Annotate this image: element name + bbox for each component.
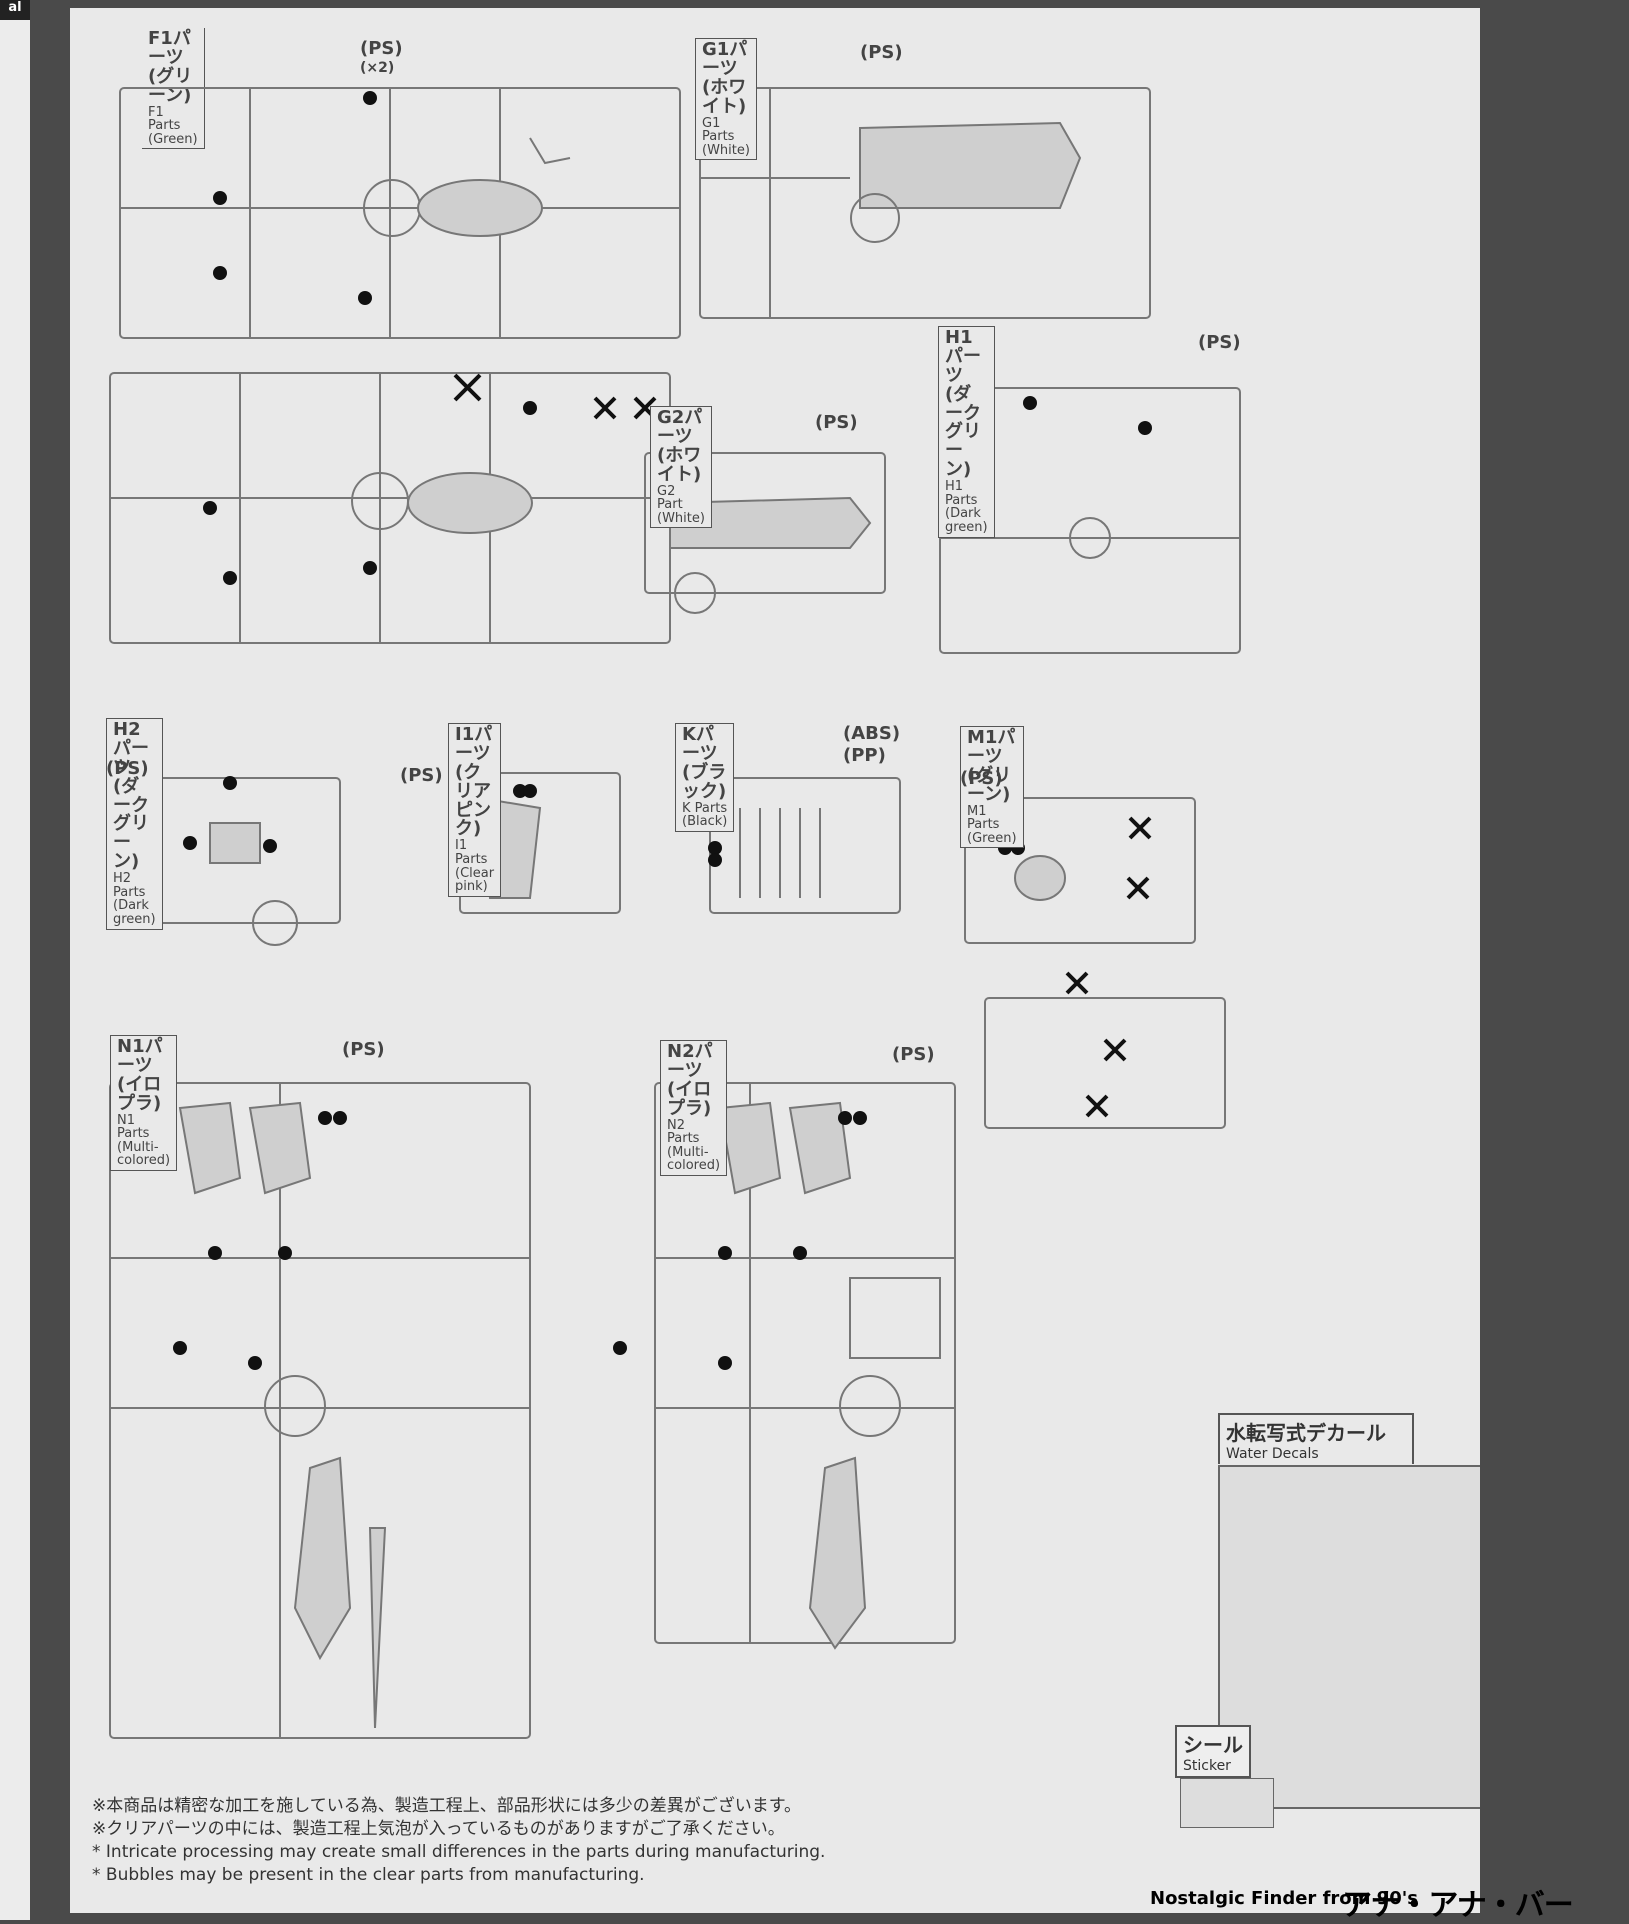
g2-material: (PS) [815, 412, 858, 433]
f1-label-en: F1 Parts (Green) [148, 104, 198, 147]
x-mark [1128, 816, 1152, 840]
m1-frame [964, 797, 1196, 944]
h2-label-jp: H2パーツ(ダークグリーン) [113, 719, 149, 873]
k-material-2: (PP) [843, 745, 886, 766]
i1-label: I1パーツ(クリアピンク) I1 Parts (Clear pink) [448, 723, 502, 897]
h1-label: H1パーツ(ダークグリーン) H1 Parts (Dark green) [938, 326, 995, 538]
note-line: * Intricate processing may create small … [92, 1842, 826, 1862]
g2-label-jp: G2パーツ(ホワイト) [657, 407, 703, 485]
x-mark [593, 396, 617, 420]
x-mark [1103, 1038, 1127, 1062]
watermark-logo-text: アナ・アナ・バー [1342, 1888, 1574, 1923]
sticker-label-en: Sticker [1183, 1758, 1231, 1774]
f1-label-jp: F1パーツ(グリーン) [148, 28, 193, 106]
x-marks [453, 373, 1152, 1118]
n1-material: (PS) [342, 1039, 385, 1060]
decal-label-jp: 水転写式デカール [1226, 1421, 1386, 1445]
note-line: ※本商品は精密な加工を施している為、製造工程上、部品形状には多少の差異がございま… [92, 1796, 802, 1816]
sticker-block: シール Sticker [1175, 1725, 1251, 1778]
adjacent-page-strip: al [0, 0, 30, 1920]
note-line: ※クリアパーツの中には、製造工程上気泡が入っているものがありますがご了承ください… [92, 1819, 785, 1839]
n2-label: N2パーツ(イロプラ) N2 Parts (Multi-colored) [660, 1040, 728, 1177]
instruction-page: F1パーツ(グリーン) F1 Parts (Green) (PS) (×2) [70, 8, 1480, 1913]
sticker-label: シール Sticker [1175, 1725, 1251, 1778]
h2-material: (PS) [106, 758, 149, 779]
g1-material: (PS) [860, 42, 903, 63]
h1-material: (PS) [1198, 332, 1241, 353]
x-mark [1085, 1094, 1109, 1118]
watermark: Nostalgic Finder from 90's アナ・アナ・バー [1150, 1880, 1629, 1923]
x-mark [453, 373, 482, 402]
decal-label-en: Water Decals [1226, 1446, 1319, 1462]
k-frame [709, 777, 901, 914]
i1-label-en: I1 Parts (Clear pink) [455, 838, 495, 895]
m1-label-jp: M1パーツ(グリーン) [967, 727, 1016, 805]
h2-label: H2パーツ(ダークグリーン) H2 Parts (Dark green) [106, 718, 163, 930]
g2-label: G2パーツ(ホワイト) G2 Part (White) [650, 406, 712, 529]
n2-material: (PS) [892, 1044, 935, 1065]
n1-label-en: N1 Parts (Multi-colored) [117, 1112, 171, 1169]
decal-sheet-image [1218, 1465, 1480, 1809]
manufacturing-notes: ※本商品は精密な加工を施している為、製造工程上、部品形状には多少の差異がございま… [92, 1795, 825, 1887]
f1-material: (PS) [360, 38, 403, 59]
m1-label-en: M1 Parts (Green) [967, 803, 1017, 846]
sticker-label-jp: シール [1183, 1733, 1243, 1757]
i1-material: (PS) [400, 765, 443, 786]
n2-frame [654, 1082, 956, 1644]
n2-label-jp: N2パーツ(イロプラ) [667, 1041, 713, 1119]
n1-label: N1パーツ(イロプラ) N1 Parts (Multi-colored) [110, 1035, 178, 1172]
g1-label-en: G1 Parts (White) [702, 115, 750, 158]
g1-frame [699, 87, 1151, 319]
f1a-frame [119, 87, 681, 339]
runner-diagrams [109, 87, 1241, 1739]
h1-label-en: H1 Parts (Dark green) [945, 479, 988, 536]
k-label: Kパーツ(ブラック) K Parts (Black) [675, 723, 735, 832]
sticker-sheet-image [1180, 1778, 1274, 1828]
part-number-markers [173, 91, 1152, 1370]
g1-label-jp: G1パーツ(ホワイト) [702, 39, 748, 117]
x-mark [1065, 971, 1089, 995]
x-mark [1126, 876, 1150, 900]
n2-label-en: N2 Parts (Multi-colored) [667, 1117, 721, 1174]
g1-label: G1パーツ(ホワイト) G1 Parts (White) [695, 38, 757, 161]
k-label-jp: Kパーツ(ブラック) [682, 724, 727, 802]
n1-frame [109, 1082, 531, 1739]
g2-frame [644, 452, 886, 594]
watermark-text: Nostalgic Finder from 90's [1150, 1888, 1418, 1909]
h2-label-en: H2 Parts (Dark green) [113, 871, 156, 928]
k-label-en: K Parts (Black) [682, 800, 728, 830]
m1-label: M1パーツ(グリーン) M1 Parts (Green) [960, 726, 1024, 849]
m1-material: (PS) [960, 768, 1003, 789]
k-material: (ABS) [843, 723, 901, 744]
g2-label-en: G2 Part (White) [657, 483, 705, 526]
h1-label-jp: H1パーツ(ダークグリーン) [945, 327, 981, 481]
note-line: * Bubbles may be present in the clear pa… [92, 1865, 645, 1885]
n1-label-jp: N1パーツ(イロプラ) [117, 1036, 163, 1114]
water-decal-block: 水転写式デカール Water Decals [1218, 1413, 1480, 1809]
f1b-frame [109, 372, 671, 644]
m1b-frame [984, 997, 1226, 1129]
i1-label-jp: I1パーツ(クリアピンク) [455, 724, 493, 840]
adjacent-page-label: al [0, 0, 30, 20]
decal-label: 水転写式デカール Water Decals [1218, 1413, 1414, 1464]
f1-multiplier: (×2) [360, 60, 395, 76]
